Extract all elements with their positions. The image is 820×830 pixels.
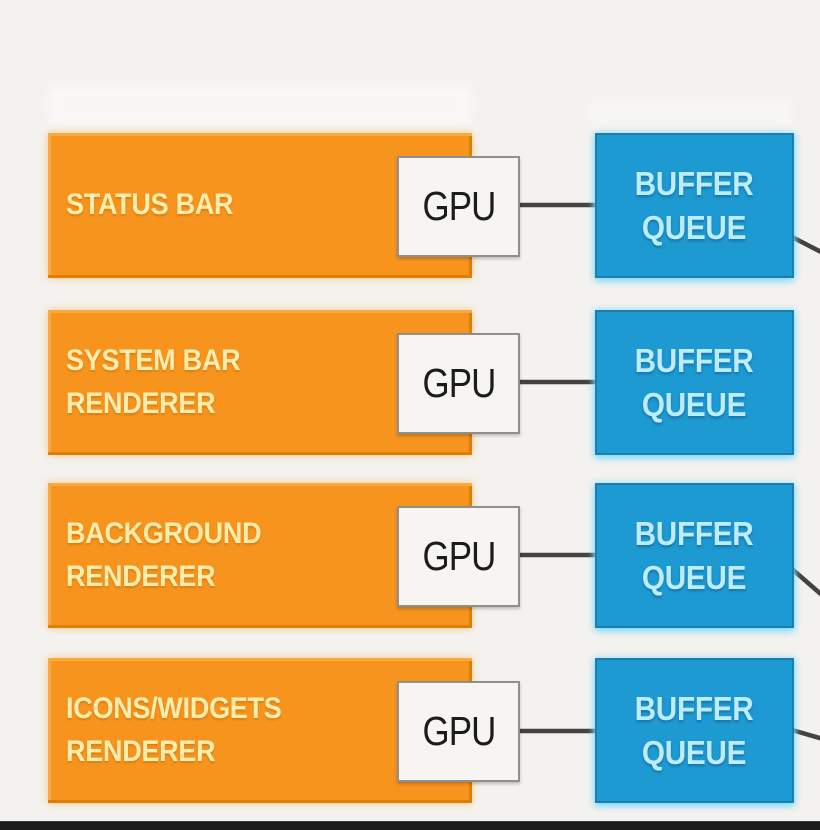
- gpu-box: GPU: [397, 156, 520, 257]
- ghost-artifact: [48, 86, 472, 124]
- buffer-queue-label: BUFFER QUEUE: [635, 341, 754, 423]
- renderer-label: BACKGROUND RENDERER: [66, 516, 262, 593]
- buffer-queue-label: BUFFER QUEUE: [635, 164, 754, 246]
- renderer-label: ICONS/WIDGETS RENDERER: [66, 691, 282, 768]
- buffer-queue-label: BUFFER QUEUE: [635, 514, 754, 596]
- queue-exit-connector: [789, 727, 820, 741]
- ghost-artifact: [588, 100, 793, 124]
- gpu-label: GPU: [422, 533, 496, 579]
- buffer-queue-box: BUFFER QUEUE: [595, 133, 794, 278]
- pipeline-row-system-bar-renderer: SYSTEM BAR RENDERER GPU BUFFER QUEUE: [0, 310, 820, 455]
- buffer-queue-label: BUFFER QUEUE: [635, 689, 754, 771]
- gpu-label: GPU: [422, 708, 496, 754]
- bottom-bar: [0, 821, 820, 830]
- buffer-queue-box: BUFFER QUEUE: [595, 658, 794, 803]
- queue-exit-connector: [789, 234, 820, 254]
- gpu-label: GPU: [422, 360, 496, 406]
- gpu-box: GPU: [397, 681, 520, 782]
- queue-exit-connector: [789, 566, 820, 597]
- buffer-queue-box: BUFFER QUEUE: [595, 310, 794, 455]
- pipeline-row-icons-widgets-renderer: ICONS/WIDGETS RENDERER GPU BUFFER QUEUE: [0, 658, 820, 803]
- pipeline-row-status-bar: STATUS BAR GPU BUFFER QUEUE: [0, 133, 820, 278]
- gpu-box: GPU: [397, 506, 520, 607]
- gpu-label: GPU: [422, 183, 496, 229]
- gpu-box: GPU: [397, 333, 520, 434]
- renderer-label: STATUS BAR: [66, 188, 234, 222]
- buffer-queue-box: BUFFER QUEUE: [595, 483, 794, 628]
- renderer-label: SYSTEM BAR RENDERER: [66, 343, 241, 420]
- pipeline-row-background-renderer: BACKGROUND RENDERER GPU BUFFER QUEUE: [0, 483, 820, 628]
